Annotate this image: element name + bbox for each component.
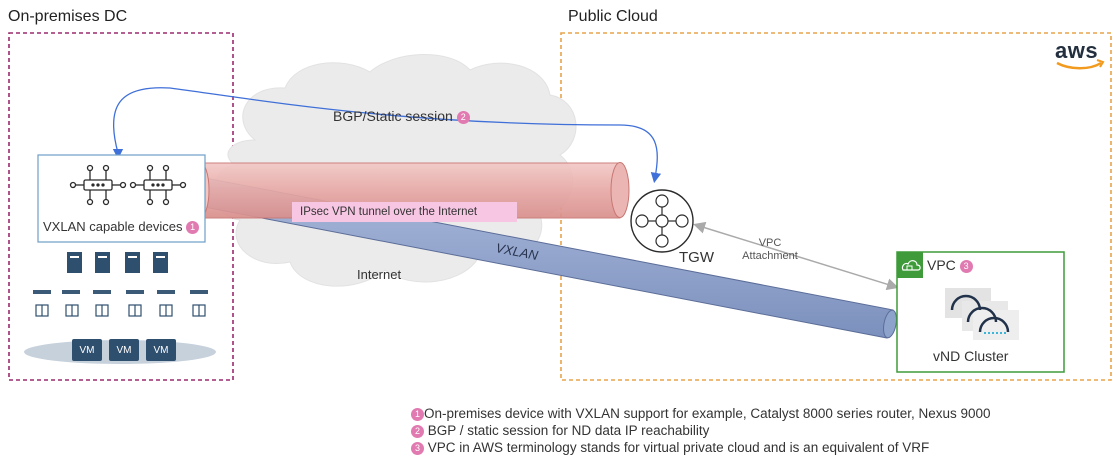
footnote-3: 3 VPC in AWS terminology stands for virt… bbox=[411, 440, 991, 457]
footnote-badge-3: 3 bbox=[959, 259, 973, 273]
topology-diagram bbox=[8, 32, 1112, 381]
rack-icon bbox=[35, 304, 206, 317]
footnote-2: 2 BGP / static session for ND data IP re… bbox=[411, 423, 991, 440]
bgp-session-label: BGP/Static session 2 bbox=[333, 108, 470, 124]
vpc-label: VPC 3 bbox=[927, 257, 973, 273]
router-icon bbox=[69, 164, 127, 206]
aws-smile-icon bbox=[1056, 61, 1102, 70]
vm-label: VM bbox=[79, 345, 95, 356]
switch-icon bbox=[33, 290, 208, 294]
footnote-badge-2: 2 bbox=[456, 110, 470, 124]
tgw-label: TGW bbox=[679, 249, 714, 266]
vpc-attachment-line bbox=[693, 221, 899, 291]
vxlan-devices-box bbox=[37, 154, 206, 243]
vm-label: VM bbox=[116, 345, 132, 356]
vnd-cluster-label: vND Cluster bbox=[933, 348, 1009, 364]
vpc-attachment-label: VPC Attachment bbox=[742, 237, 798, 262]
internet-label: Internet bbox=[357, 267, 402, 282]
aws-logo: aws bbox=[1055, 38, 1099, 63]
tgw-icon bbox=[630, 189, 694, 253]
footnote-badge-1: 1 bbox=[186, 221, 200, 235]
onprem-title: On-premises DC bbox=[8, 8, 128, 25]
vxlan-devices-label: VXLAN capable devices 1 bbox=[43, 219, 200, 235]
onprem-dc-boundary bbox=[8, 32, 234, 381]
vm-icon bbox=[72, 339, 176, 361]
vnd-node-icon bbox=[945, 288, 1019, 340]
ipsec-tunnel-label: IPsec VPN tunnel over the Internet bbox=[292, 202, 517, 222]
bgp-session-line bbox=[112, 87, 662, 184]
cloud-title: Public Cloud bbox=[568, 8, 658, 25]
server-icon bbox=[67, 252, 168, 273]
router-icon bbox=[129, 164, 187, 206]
vm-label: VM bbox=[153, 345, 169, 356]
